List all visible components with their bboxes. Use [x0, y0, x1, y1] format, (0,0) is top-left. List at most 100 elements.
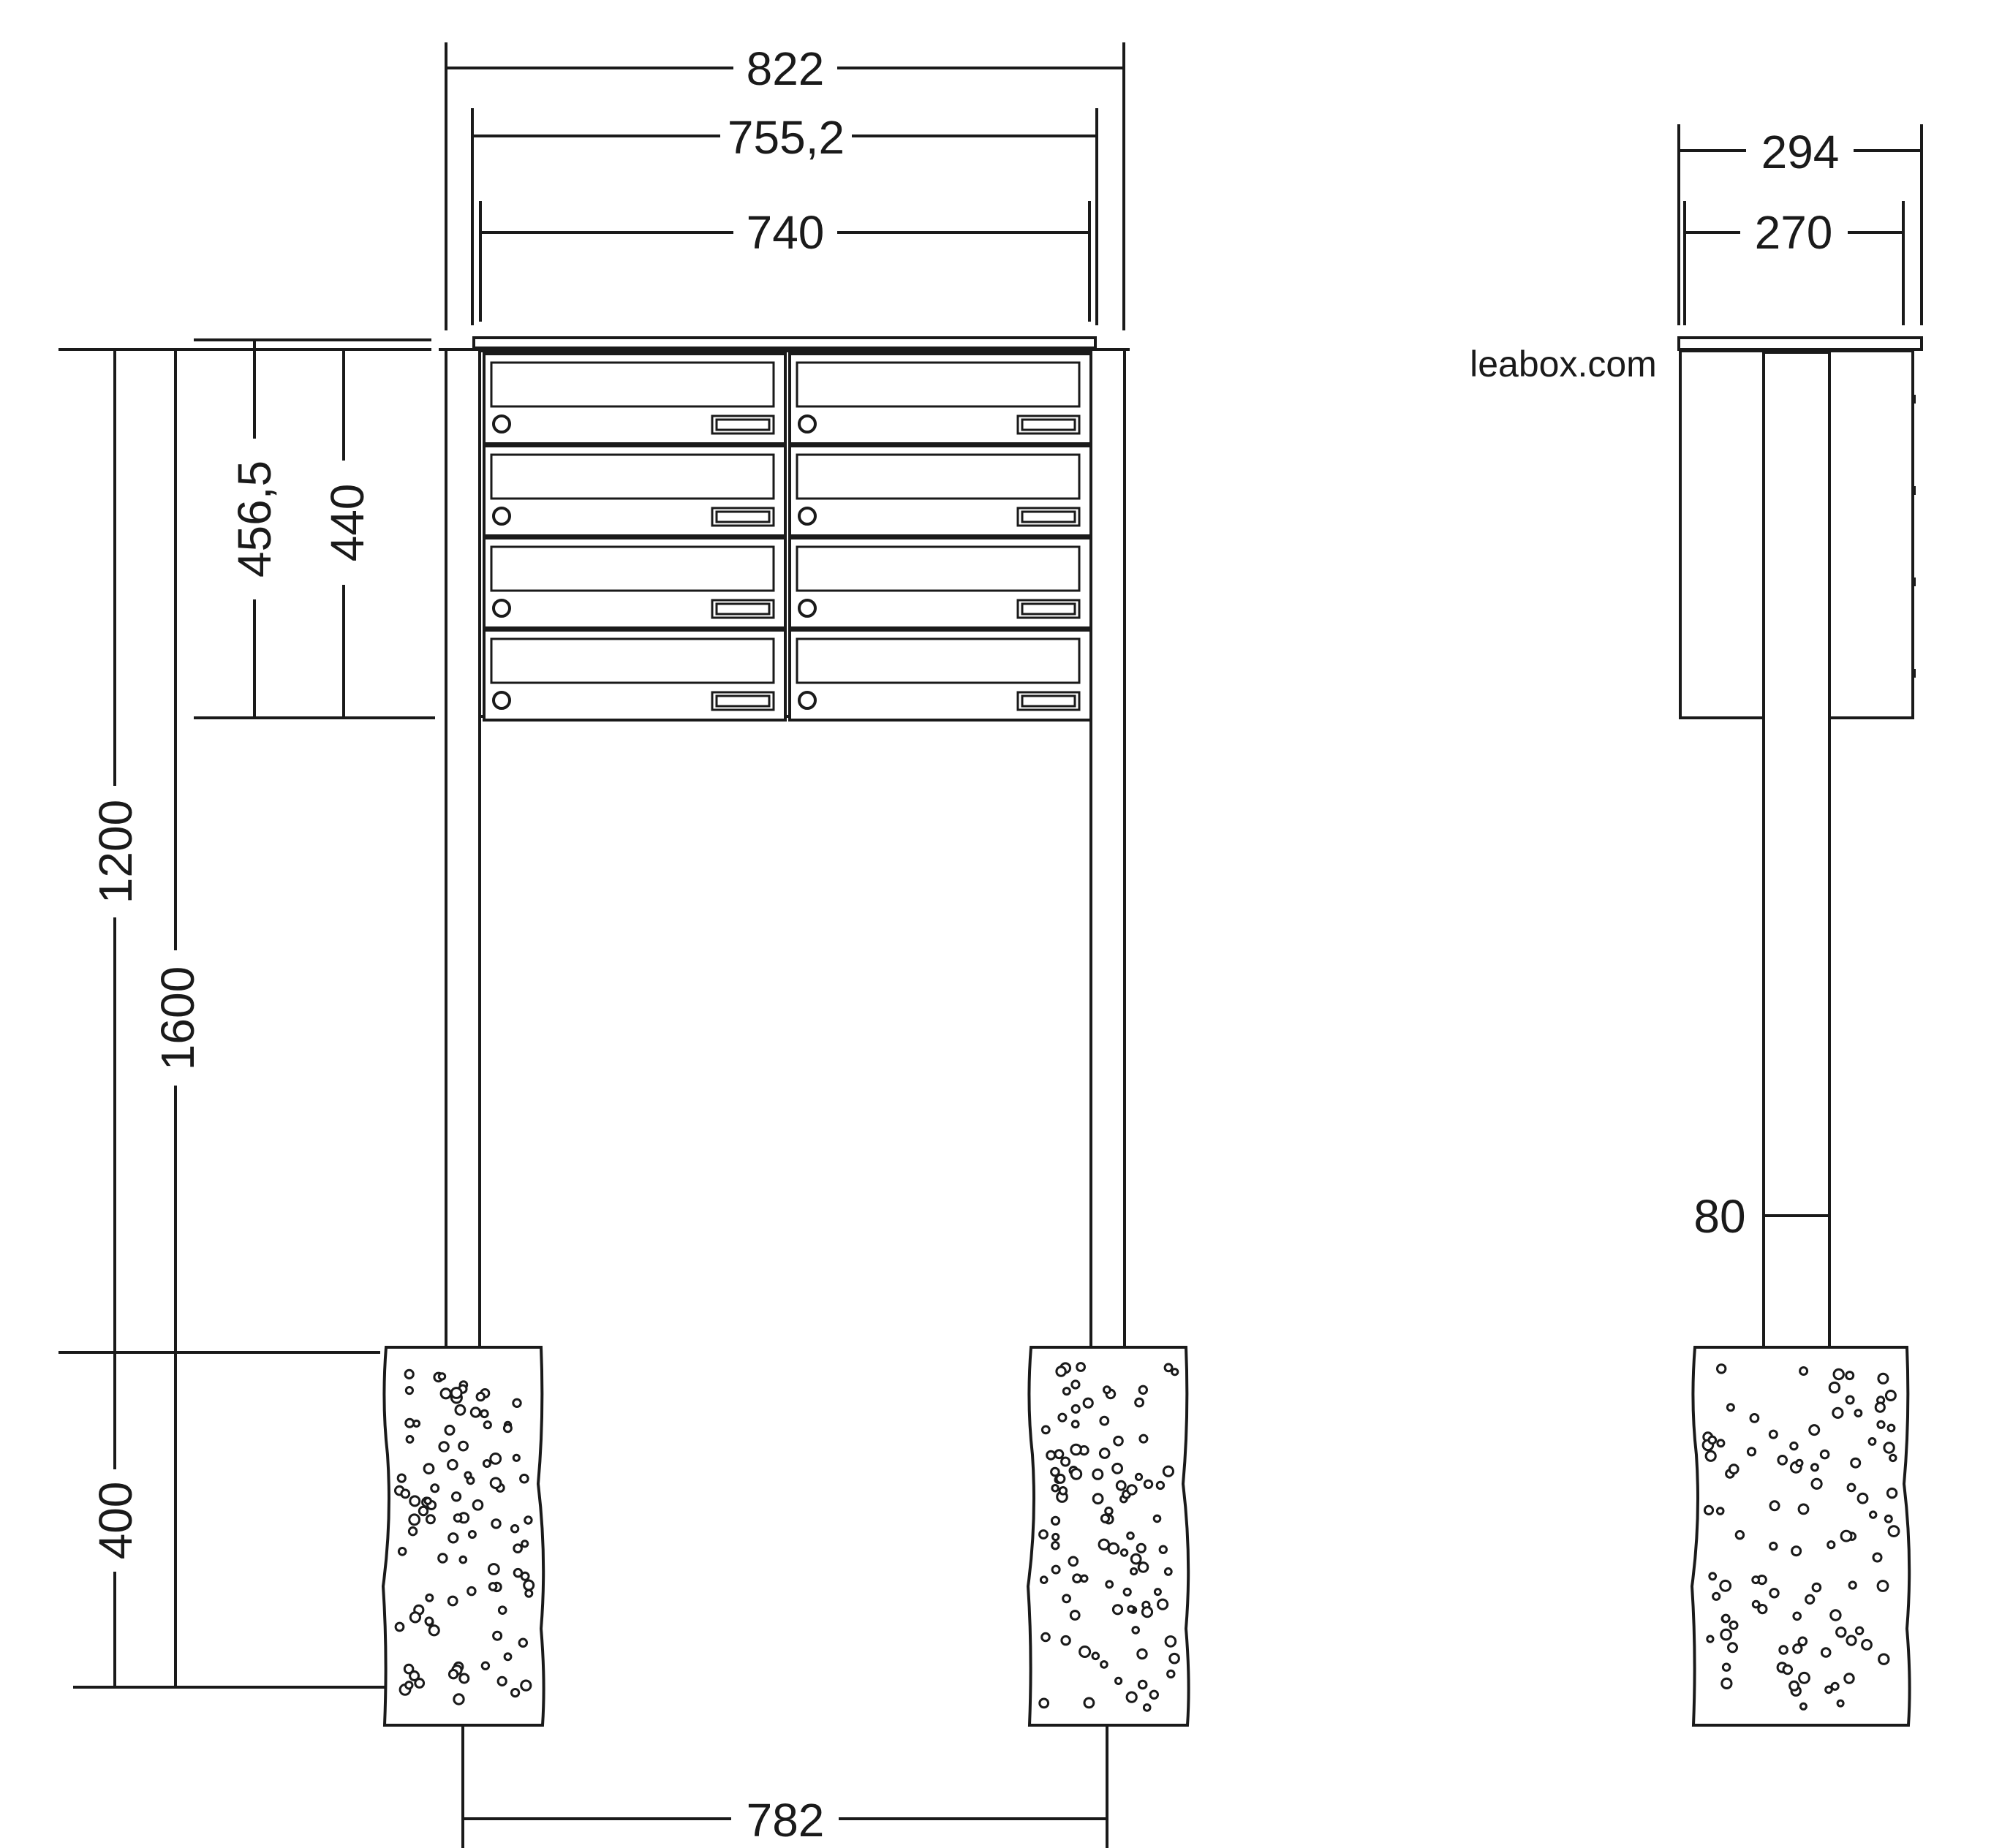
concrete-pebble	[454, 1404, 466, 1416]
concrete-pebble	[1050, 1515, 1061, 1526]
concrete-pebble	[1728, 1463, 1740, 1474]
concrete-pebble	[425, 1593, 434, 1602]
concrete-pebble	[491, 1518, 502, 1529]
concrete-pebble	[423, 1496, 432, 1505]
dimension-label-1600: 1600	[151, 966, 204, 1070]
concrete-pebble	[1721, 1662, 1731, 1672]
dimension-foundation-depth: 400	[89, 1352, 142, 1687]
concrete-pebble	[1111, 1462, 1123, 1474]
concrete-pebble	[1820, 1647, 1832, 1658]
concrete-pebble	[1792, 1611, 1802, 1621]
name-plate-inner	[1021, 418, 1076, 431]
concrete-pebble	[418, 1505, 429, 1517]
concrete-pebble	[1707, 1435, 1718, 1445]
name-plate	[1016, 507, 1081, 527]
concrete-pebble	[1819, 1449, 1830, 1460]
concrete-pebble	[1715, 1507, 1725, 1515]
concrete-pebble	[1799, 1366, 1809, 1376]
concrete-pebble	[404, 1368, 415, 1380]
concrete-pebble	[453, 1513, 463, 1523]
concrete-pebble	[451, 1491, 462, 1502]
concrete-pebble	[1051, 1541, 1060, 1550]
concrete-pebble	[1795, 1458, 1804, 1468]
concrete-pebble	[1100, 1513, 1111, 1523]
concrete-pebble	[1797, 1503, 1810, 1515]
concrete-pebble	[1060, 1456, 1071, 1467]
concrete-pebble	[1098, 1538, 1111, 1551]
concrete-pebble	[403, 1663, 415, 1675]
concrete-pebble	[1134, 1472, 1144, 1482]
concrete-pebble	[407, 1526, 418, 1537]
concrete-pebble	[1792, 1643, 1803, 1654]
concrete-pebble	[1886, 1487, 1898, 1499]
concrete-pebble	[1163, 1363, 1174, 1373]
concrete-pebble	[1808, 1424, 1821, 1436]
concrete-pebble	[1810, 1463, 1819, 1472]
concrete-pebble	[1125, 1691, 1138, 1703]
concrete-pebble	[512, 1453, 521, 1462]
concrete-pebble	[447, 1532, 459, 1544]
concrete-pebble	[1716, 1439, 1726, 1448]
concrete-pebble	[1843, 1673, 1855, 1684]
concrete-pebble	[1797, 1636, 1808, 1647]
concrete-pebble	[1162, 1465, 1175, 1477]
concrete-pebble	[1840, 1529, 1853, 1542]
concrete-pebble	[1062, 1594, 1071, 1604]
concrete-pebble	[524, 1515, 533, 1525]
concrete-pebble	[1719, 1579, 1732, 1592]
concrete-pebble	[409, 1495, 421, 1507]
name-plate	[1016, 414, 1081, 435]
concrete-pebble	[469, 1406, 482, 1418]
concrete-pebble	[458, 1555, 468, 1564]
concrete-pebble	[1137, 1679, 1148, 1690]
concrete-pebble	[1058, 1486, 1068, 1496]
concrete-pebble	[489, 1477, 502, 1490]
concrete-pebble	[1082, 1397, 1094, 1409]
mailbox-compartment	[788, 537, 1092, 629]
concrete-pebble	[1092, 1468, 1104, 1480]
concrete-pebble	[1768, 1429, 1778, 1439]
mailbox-compartment	[483, 352, 787, 445]
left-concrete-foundation	[381, 1346, 545, 1727]
concrete-pebble	[1083, 1697, 1095, 1709]
concrete-pebble	[1757, 1604, 1768, 1615]
name-plate	[711, 507, 775, 527]
concrete-pebble	[1788, 1680, 1800, 1692]
mailbox-compartment	[483, 444, 787, 537]
concrete-pebble	[450, 1387, 463, 1399]
concrete-pebble	[1889, 1453, 1897, 1463]
concrete-pebble	[423, 1463, 435, 1474]
concrete-pebble	[404, 1681, 414, 1690]
concrete-pebble	[430, 1483, 440, 1493]
concrete-pebble	[1845, 1395, 1855, 1405]
concrete-pebble	[1884, 1514, 1893, 1523]
concrete-pebble	[1791, 1545, 1802, 1557]
concrete-pebble	[480, 1409, 489, 1419]
concrete-pebble	[1149, 1689, 1160, 1700]
concrete-pebble	[447, 1669, 459, 1680]
mail-slot-flap	[490, 361, 775, 408]
concrete-pebble	[503, 1652, 513, 1662]
concrete-pebble	[1805, 1594, 1816, 1605]
concrete-pebble	[464, 1471, 472, 1480]
side-post	[1762, 351, 1831, 1349]
concrete-pebble	[1091, 1651, 1100, 1661]
concrete-pebble	[496, 1675, 507, 1686]
left-post	[445, 348, 481, 1349]
concrete-pebble	[1163, 1567, 1173, 1576]
concrete-pebble	[1130, 1553, 1142, 1565]
name-plate	[1016, 691, 1081, 711]
concrete-pebble	[1712, 1591, 1721, 1601]
concrete-pebble	[408, 1513, 421, 1526]
concrete-pebble	[521, 1540, 529, 1548]
side-concrete-foundation	[1690, 1346, 1911, 1727]
lock-icon	[492, 599, 511, 618]
concrete-pebble	[524, 1588, 534, 1598]
roof-cover	[472, 336, 1097, 349]
concrete-pebble	[425, 1514, 436, 1525]
concrete-pebble	[1810, 1477, 1823, 1490]
concrete-pebble	[1832, 1368, 1845, 1381]
concrete-pebble	[1850, 1457, 1862, 1469]
concrete-pebble	[1076, 1362, 1086, 1372]
